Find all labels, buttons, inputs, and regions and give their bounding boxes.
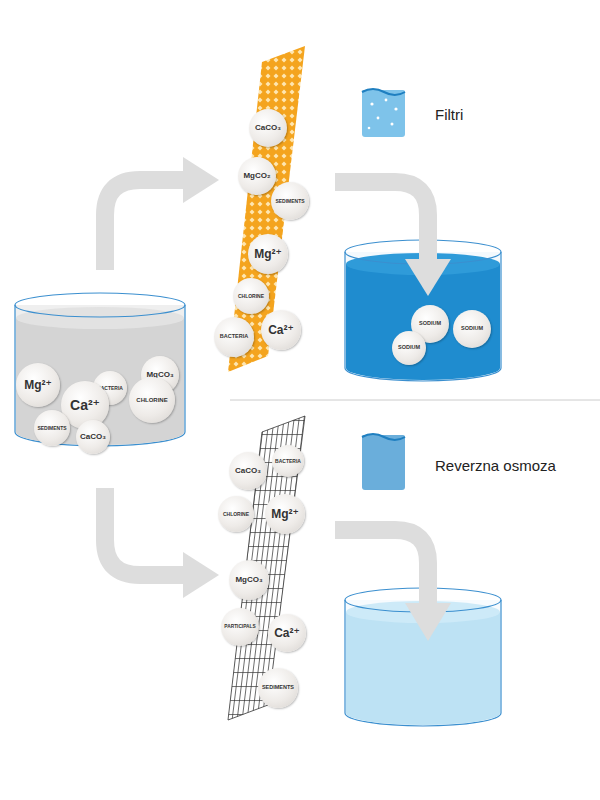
ion-label: SODIUM (398, 345, 420, 351)
ion-bubble: CHLORINE (129, 377, 175, 423)
filtered-beaker (345, 252, 501, 381)
ion-bubble: Ca²⁺ (268, 614, 306, 652)
ion-bubble: CaCO₃ (76, 420, 110, 454)
water-wave (362, 434, 405, 440)
ion-label: PARTICIPALS (224, 625, 255, 630)
arrow-head (405, 603, 451, 641)
ion-bubble: Mg²⁺ (248, 234, 288, 274)
ion-label: Mg²⁺ (24, 379, 52, 391)
ion-bubble: SEDIMENTS (258, 668, 298, 708)
bubble (391, 123, 394, 126)
ion-label: SEDIMENTS (275, 199, 304, 204)
bubble (385, 99, 388, 102)
ion-bubble: CHLORINE (218, 496, 254, 532)
legend-label: Filtri (435, 107, 463, 122)
ion-label: Mg²⁺ (254, 248, 282, 260)
ion-bubble: CaCO₃ (249, 109, 287, 147)
ion-bubble: CaCO₃ (229, 452, 267, 490)
ion-label: MgCO₃ (235, 576, 262, 584)
ion-label: CaCO₃ (80, 433, 106, 441)
ion-label: BACTERIA (275, 459, 301, 464)
osmosis-membrane (228, 416, 305, 720)
bubble (377, 117, 380, 120)
bubble (368, 127, 371, 130)
water-wave (362, 89, 405, 95)
arrow-head (183, 552, 219, 598)
ion-bubble: MgCO₃ (229, 560, 269, 600)
ion-bubble: BACTERIA (272, 445, 304, 477)
ion-label: SODIUM (419, 321, 441, 327)
ion-label: Mg²⁺ (271, 508, 299, 520)
source-water-surface (16, 307, 184, 329)
ion-label: Ca²⁺ (274, 627, 300, 639)
flow-arrow (335, 530, 428, 606)
legend-swatch (362, 435, 405, 490)
ion-label: SEDIMENTS (262, 685, 294, 691)
ion-label: CHLORINE (238, 294, 264, 299)
bubble (370, 102, 373, 105)
arrow-head (405, 259, 451, 296)
ion-label: Ca²⁺ (70, 398, 100, 412)
ion-label: CaCO₃ (255, 124, 281, 132)
ion-bubble: Ca²⁺ (261, 310, 301, 350)
ion-bubble: CHLORINE (233, 278, 269, 314)
ion-bubble: SODIUM (453, 310, 491, 348)
ion-label: SEDIMENTS (37, 426, 66, 431)
ion-label: CaCO₃ (235, 467, 261, 475)
legend-swatch (362, 90, 405, 137)
bubble (394, 107, 397, 110)
flow-arrow (335, 182, 428, 262)
divider-line (230, 400, 600, 401)
ion-label: CHLORINE (136, 397, 167, 403)
source-beaker-rim (15, 293, 185, 317)
ion-label: Ca²⁺ (268, 324, 294, 336)
ion-bubble: SEDIMENTS (271, 182, 309, 220)
ion-bubble: SODIUM (392, 331, 426, 365)
ion-label: CHLORINE (223, 512, 249, 517)
arrow-head (183, 157, 219, 203)
ion-bubble: BACTERIA (214, 317, 254, 357)
ion-bubble: MgCO₂ (238, 157, 276, 195)
ion-label: SODIUM (461, 326, 483, 332)
ion-label: MgCO₂ (243, 172, 270, 180)
ion-bubble: SEDIMENTS (34, 410, 70, 446)
ion-bubble: PARTICIPALS (221, 608, 259, 646)
ion-bubble: Mg²⁺ (265, 494, 305, 534)
osmosis-beaker (345, 600, 501, 726)
flow-arrow (105, 488, 186, 575)
flow-arrow (105, 180, 186, 270)
ion-bubble: Mg²⁺ (16, 363, 60, 407)
ion-label: BACTERIA (220, 334, 248, 340)
legend-label: Reverzna osmoza (435, 458, 556, 473)
